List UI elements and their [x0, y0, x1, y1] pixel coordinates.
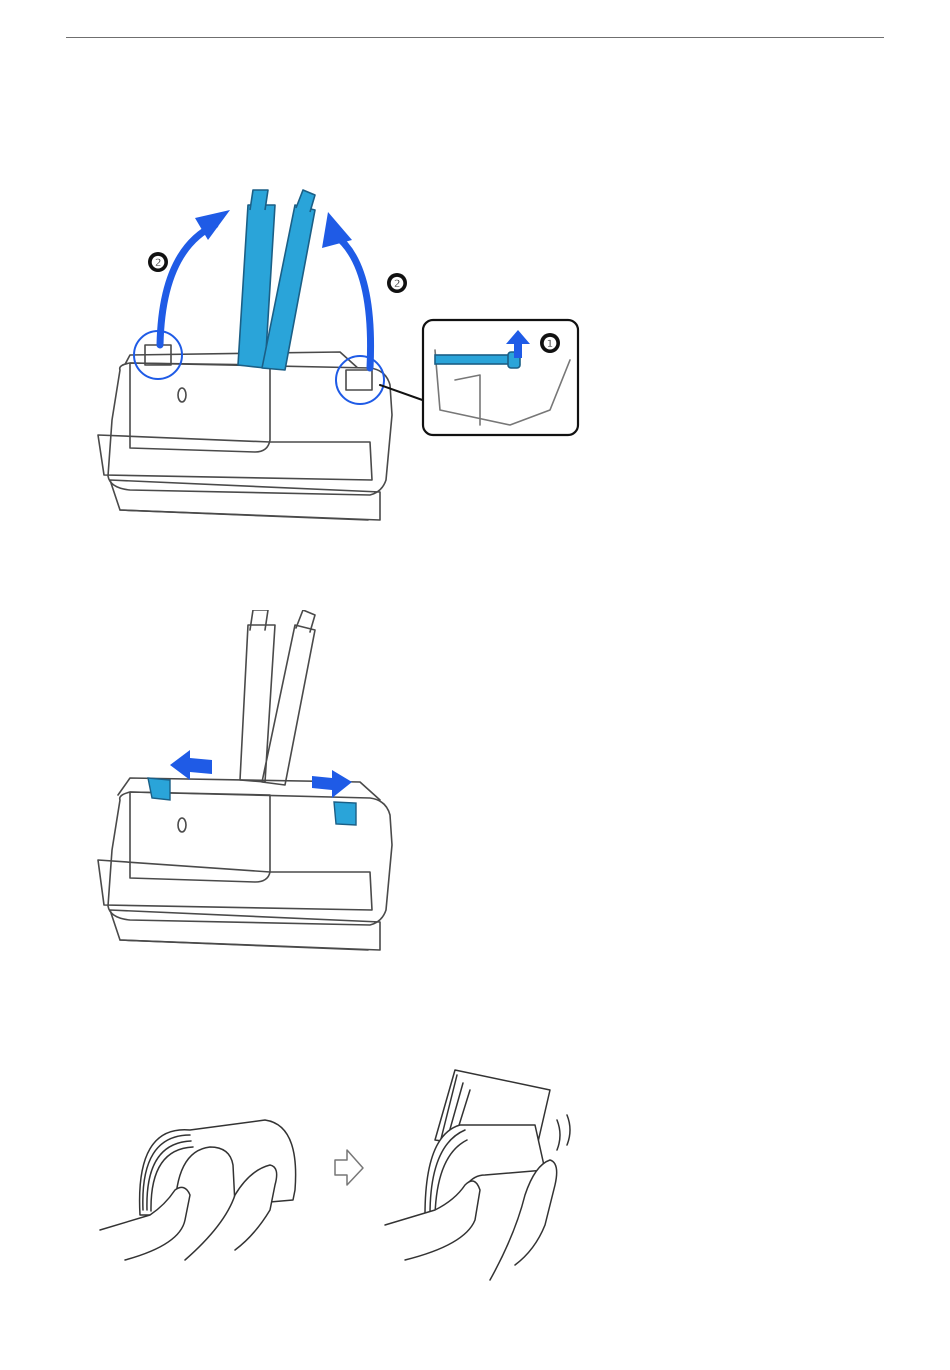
step-badge-1: ❶ — [543, 336, 557, 353]
step-badge-2-right: ❷ — [390, 276, 404, 293]
edge-guide-right — [334, 802, 356, 825]
arrow-right — [312, 770, 352, 798]
figure-slide-edge-guides — [90, 610, 410, 960]
arrow-raise-right — [335, 235, 371, 368]
edge-guide-left — [148, 778, 170, 800]
figure-fan-originals — [95, 1065, 585, 1285]
paper-support-extension — [238, 190, 315, 370]
hand-right-2 — [490, 1160, 557, 1280]
hand-right-1 — [185, 1165, 277, 1260]
header-rule — [66, 37, 884, 38]
figure-open-input-tray: ❷ ❷ ❶ — [90, 180, 590, 530]
arrow-left — [170, 750, 212, 780]
next-step-arrow — [335, 1150, 363, 1185]
paper-support-extension-outline — [240, 625, 315, 785]
arrow-raise-left — [160, 225, 215, 345]
step-badge-2-left: ❷ — [151, 255, 165, 272]
motion-lines — [557, 1115, 570, 1150]
